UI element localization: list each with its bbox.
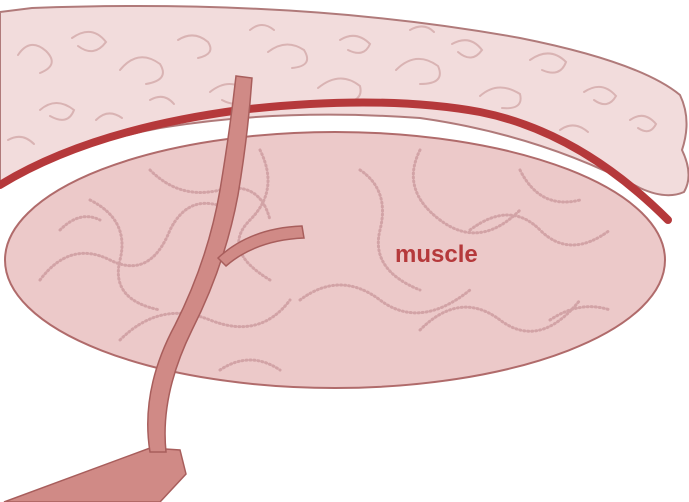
muscle-label: muscle — [395, 241, 478, 268]
muscle-body — [5, 132, 665, 388]
